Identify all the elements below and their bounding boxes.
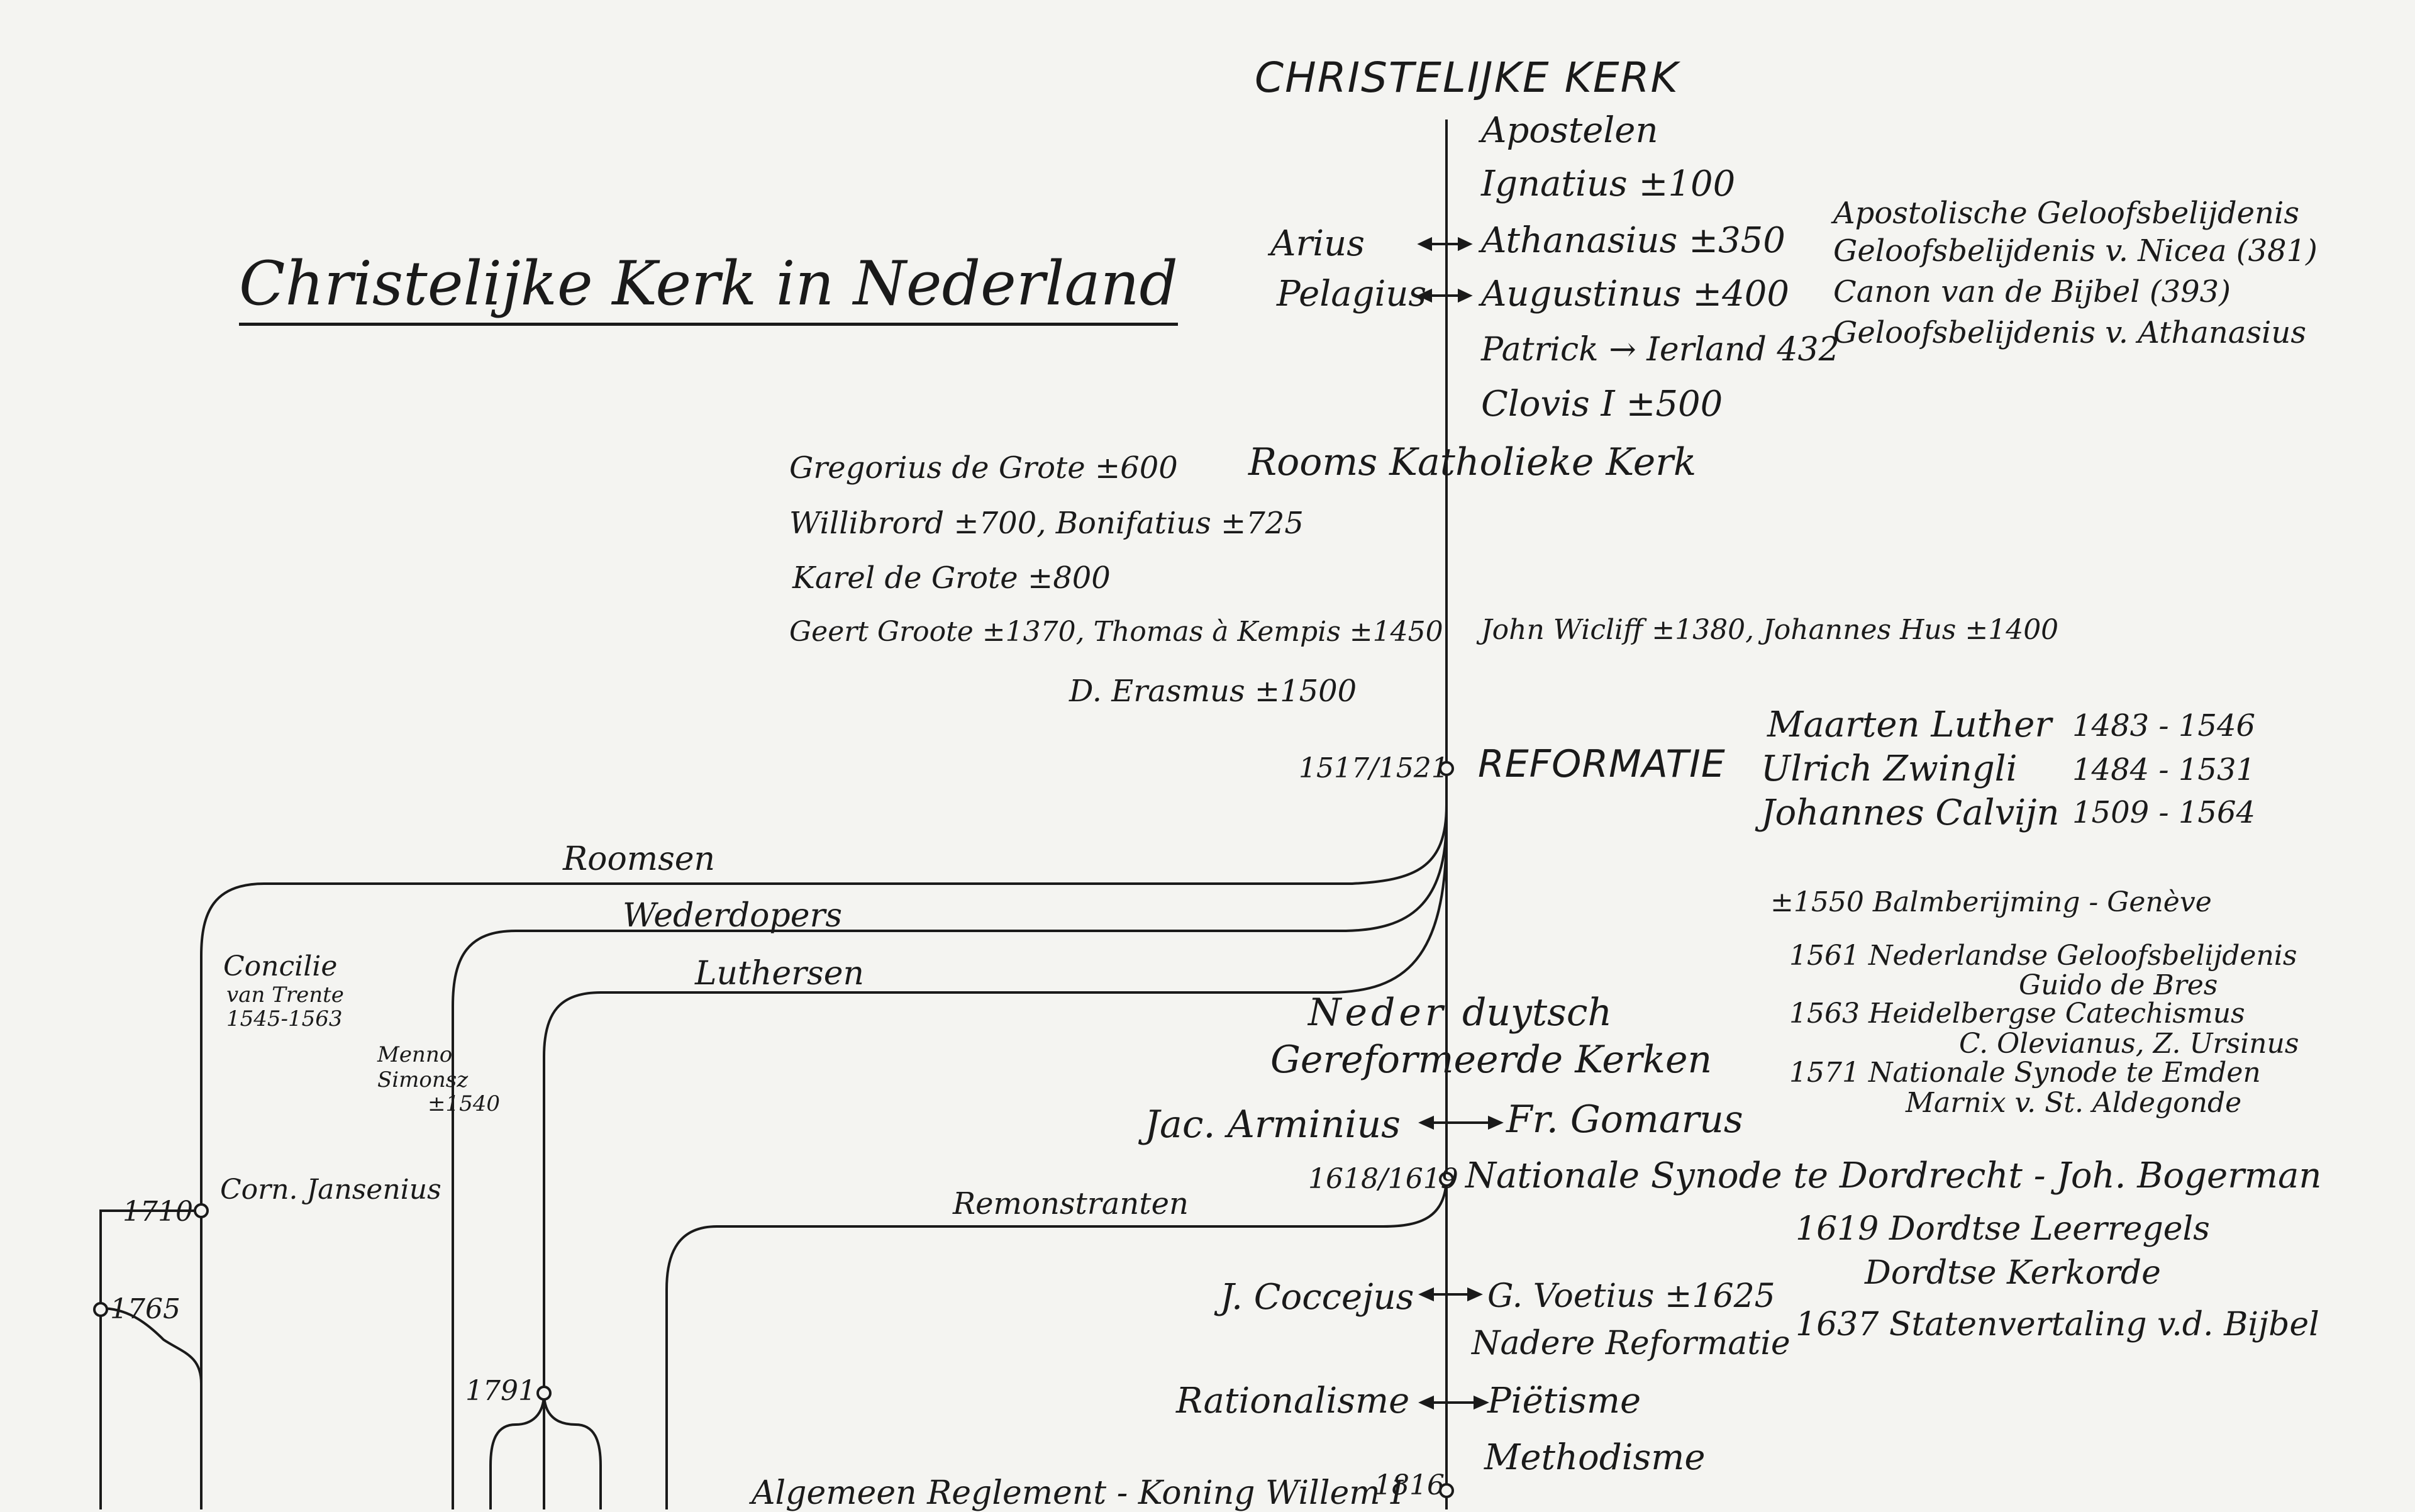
label-synode-date: 1618/1619: [1308, 1163, 1458, 1195]
label-neder: Neder: [1308, 991, 1447, 1035]
label-1710: 1710: [123, 1196, 193, 1228]
branch-label-luthersen: Luthersen: [695, 955, 864, 992]
label-gomarus: Fr. Gomarus: [1506, 1098, 1743, 1142]
label-karel: Karel de Grote ±800: [792, 560, 1111, 596]
confession-athanasius: Geloofsbelijdenis v. Athanasius: [1833, 315, 2306, 350]
label-ignatius: Ignatius ±100: [1481, 164, 1736, 204]
event-1571: 1571 Nationale Synode te Emden: [1789, 1057, 2261, 1089]
main-heading: CHRISTELIJKE KERK: [1255, 53, 1679, 102]
label-1816: 1816: [1374, 1469, 1445, 1501]
node-1765: [93, 1302, 108, 1317]
label-jansenius: Corn. Jansenius: [220, 1174, 441, 1206]
label-clovis: Clovis I ±500: [1481, 384, 1723, 425]
label-apostelen: Apostelen: [1481, 110, 1658, 151]
label-menno-year: ±1540: [428, 1091, 501, 1116]
node-1791: [536, 1386, 552, 1401]
confession-nicea: Geloofsbelijdenis v. Nicea (381): [1833, 233, 2318, 269]
label-voetius: G. Voetius ±1625: [1487, 1277, 1775, 1315]
node-1618: [1439, 1172, 1454, 1187]
confession-apostolisch: Apostolische Geloofsbelijdenis: [1833, 196, 2299, 231]
event-1550: ±1550 Balmberijming - Genève: [1770, 886, 2212, 918]
label-willibrord: Willibrord ±700, Bonifatius ±725: [789, 506, 1304, 541]
label-coccejus: J. Coccejus: [1220, 1277, 1414, 1318]
label-reformation-date: 1517/1521: [1299, 752, 1449, 784]
reformer-luther: Maarten Luther: [1767, 704, 2052, 745]
label-1791: 1791: [465, 1375, 536, 1407]
label-athanasius: Athanasius ±350: [1481, 220, 1785, 261]
branch-1791-left: [489, 1392, 545, 1509]
label-gereformeerde-kerken: Gereformeerde Kerken: [1270, 1038, 1713, 1082]
event-1571-person: Marnix v. St. Aldegonde: [1906, 1087, 2242, 1119]
branch-label-remonstranten: Remonstranten: [953, 1186, 1189, 1221]
label-wicliff: John Wicliff ±1380, Johannes Hus ±1400: [1481, 614, 2059, 646]
label-algemeen-reglement: Algemeen Reglement - Koning Willem I: [752, 1474, 1404, 1512]
label-concilie: Concilie: [223, 950, 338, 982]
event-1561: 1561 Nederlandse Geloofsbelijdenis: [1789, 940, 2297, 972]
event-1619-kerkorde: Dordtse Kerkorde: [1865, 1254, 2161, 1292]
event-1561-author: Guido de Bres: [2019, 969, 2218, 1001]
label-arius: Arius: [1270, 223, 1365, 264]
remonstranten-branch: [665, 1176, 1448, 1509]
page-title: Christelijke Kerk in Nederland: [239, 248, 1178, 326]
branch-1765: [100, 1307, 203, 1384]
label-methodisme: Methodisme: [1484, 1437, 1706, 1478]
event-1619: 1619 Dordtse Leerregels: [1796, 1210, 2210, 1248]
label-arminius: Jac. Arminius: [1145, 1103, 1401, 1147]
branch-label-roomsen: Roomsen: [563, 840, 716, 878]
label-duytsch: duytsch: [1462, 991, 1613, 1035]
luthersen-branch: [543, 830, 1448, 1509]
label-patrick: Patrick → Ierland 432: [1481, 331, 1840, 369]
node-1517: [1439, 761, 1454, 776]
branch-label-wederdopers: Wederdopers: [623, 897, 843, 935]
label-gregorius: Gregorius de Grote ±600: [789, 450, 1178, 486]
label-reformatie: REFORMATIE: [1478, 742, 1726, 786]
label-synode-dordrecht: Nationale Synode te Dordrecht - Joh. Bog…: [1465, 1155, 2322, 1196]
label-rooms-katholieke-kerk: Rooms Katholieke Kerk: [1248, 440, 1697, 484]
label-augustinus: Augustinus ±400: [1481, 274, 1790, 314]
reformer-zwingli-years: 1484 - 1531: [2072, 752, 2256, 787]
node-1710: [194, 1203, 209, 1218]
label-concilie-trente: van Trente: [226, 982, 344, 1008]
label-menno-simonsz: Simonsz: [377, 1067, 469, 1092]
wederdopers-branch: [452, 817, 1448, 1509]
branch-1710: [99, 1209, 201, 1509]
label-rationalisme: Rationalisme: [1176, 1381, 1410, 1421]
event-1563-authors: C. Olevianus, Z. Ursinus: [1959, 1028, 2299, 1060]
event-1563: 1563 Heidelbergse Catechismus: [1789, 998, 2245, 1030]
label-geert-groote: Geert Groote ±1370, Thomas à Kempis ±145…: [789, 616, 1443, 648]
reformer-zwingli: Ulrich Zwingli: [1761, 748, 2018, 789]
label-menno: Menno: [377, 1042, 453, 1067]
label-erasmus: D. Erasmus ±1500: [1069, 674, 1357, 709]
label-concilie-years: 1545-1563: [226, 1006, 343, 1031]
reformer-calvijn-years: 1509 - 1564: [2072, 795, 2256, 830]
branch-1791-right: [543, 1392, 602, 1509]
event-1637: 1637 Statenvertaling v.d. Bijbel: [1796, 1306, 2319, 1343]
reformer-luther-years: 1483 - 1546: [2072, 708, 2256, 743]
node-1816: [1439, 1483, 1454, 1498]
reformer-calvijn: Johannes Calvijn: [1761, 792, 2060, 833]
label-nadere-reformatie: Nadere Reformatie: [1472, 1325, 1790, 1362]
label-pietisme: Piëtisme: [1487, 1381, 1641, 1421]
roomsen-branch: [200, 804, 1448, 1509]
label-pelagius: Pelagius: [1277, 274, 1427, 314]
label-1765: 1765: [110, 1293, 180, 1325]
confession-canon: Canon van de Bijbel (393): [1833, 274, 2231, 309]
